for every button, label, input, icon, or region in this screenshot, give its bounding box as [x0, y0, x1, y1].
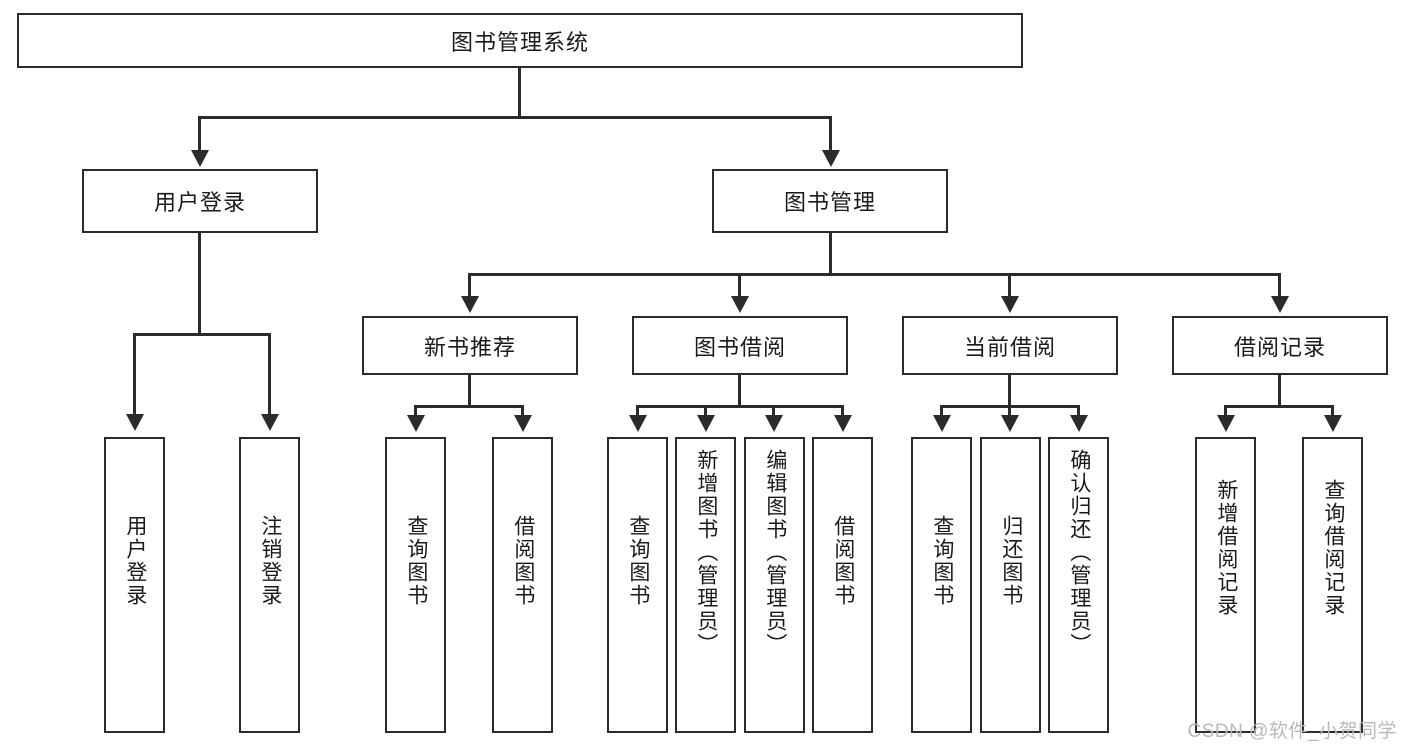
node-leaf-add-borrow-record[interactable]: 新增借阅记录 [1195, 437, 1256, 733]
node-leaf-query-book-cb[interactable]: 查询图书 [911, 437, 972, 733]
connector-nbr-to-leaf-1 [414, 405, 417, 418]
node-label: 当前借阅 [963, 334, 1056, 360]
node-label: 借阅记录 [1233, 334, 1326, 360]
node-label: 图书管理 [783, 190, 876, 215]
node-label: 借阅图书 [511, 515, 535, 607]
node-leaf-return-book[interactable]: 归还图书 [980, 437, 1041, 733]
connector-cb-stem [1008, 375, 1011, 407]
arrowhead-user-login-leaf-1 [126, 414, 144, 431]
arrowhead-bm-to-current-borrow [1001, 296, 1019, 313]
node-label: 新增借阅记录 [1214, 479, 1238, 617]
arrowhead-bm-to-borrow-record [1271, 296, 1289, 313]
node-user-login[interactable]: 用户登录 [82, 169, 318, 233]
node-leaf-borrow-book-bb[interactable]: 借阅图书 [812, 437, 873, 733]
node-label: 归还图书 [999, 515, 1023, 607]
node-book-borrow[interactable]: 图书借阅 [632, 316, 848, 375]
node-new-book-recommend[interactable]: 新书推荐 [362, 316, 578, 375]
connector-user-login-bus [133, 333, 271, 336]
node-label: 查询借阅记录 [1321, 479, 1345, 617]
connector-bm-to-new-book [468, 273, 471, 299]
arrowhead-bm-to-book-borrow [731, 296, 749, 313]
connector-root-to-book-manage [829, 116, 832, 153]
arrowhead-root-to-book-manage [822, 150, 840, 167]
connector-book-manage-bus [468, 273, 1280, 276]
node-label: 确认归还（管理员） [1067, 449, 1091, 656]
arrowhead-nbr-leaf-1 [407, 415, 425, 432]
connector-user-login-stem [198, 233, 201, 335]
node-label: 注销登录 [258, 515, 282, 607]
node-book-management[interactable]: 图书管理 [712, 169, 948, 233]
node-leaf-query-book-nbr[interactable]: 查询图书 [385, 437, 446, 733]
node-leaf-borrow-book-nbr[interactable]: 借阅图书 [492, 437, 553, 733]
connector-nbr-stem [468, 375, 471, 407]
node-root-system[interactable]: 图书管理系统 [17, 13, 1023, 68]
arrowhead-nbr-leaf-2 [514, 415, 532, 432]
connector-bb-to-leaf-2 [704, 405, 707, 418]
node-leaf-user-login[interactable]: 用户登录 [104, 437, 165, 733]
arrowhead-cb-leaf-1 [933, 415, 951, 432]
connector-br-to-leaf-1 [1224, 405, 1227, 418]
node-label: 新书推荐 [423, 334, 516, 360]
node-borrow-record[interactable]: 借阅记录 [1172, 316, 1388, 375]
connector-bb-stem [738, 375, 741, 407]
arrowhead-bb-leaf-1 [629, 415, 647, 432]
connector-bm-to-current-borrow [1008, 273, 1011, 299]
connector-br-stem [1278, 375, 1281, 407]
node-leaf-edit-book-admin[interactable]: 编辑图书（管理员） [744, 437, 805, 733]
node-label: 查询图书 [930, 515, 954, 607]
node-current-borrow[interactable]: 当前借阅 [902, 316, 1118, 375]
arrowhead-root-to-user-login [191, 150, 209, 167]
connector-root-bus [198, 116, 832, 119]
connector-book-manage-stem [829, 233, 832, 275]
connector-br-bus [1224, 405, 1334, 408]
node-leaf-add-book-admin[interactable]: 新增图书（管理员） [675, 437, 736, 733]
arrowhead-bb-leaf-3 [765, 415, 783, 432]
node-label: 图书借阅 [693, 334, 786, 360]
connector-root-to-user-login [198, 116, 201, 153]
connector-bm-to-book-borrow [738, 273, 741, 299]
node-label: 图书管理系统 [450, 29, 589, 55]
connector-bb-to-leaf-4 [841, 405, 844, 418]
arrowhead-br-leaf-1 [1217, 415, 1235, 432]
node-label: 用户登录 [123, 515, 147, 607]
arrowhead-br-leaf-2 [1324, 415, 1342, 432]
node-label: 用户登录 [153, 190, 246, 215]
arrowhead-cb-leaf-3 [1070, 415, 1088, 432]
connector-user-login-to-leaf-1 [133, 333, 136, 417]
node-leaf-confirm-return-admin[interactable]: 确认归还（管理员） [1048, 437, 1109, 733]
connector-cb-to-leaf-1 [940, 405, 943, 418]
connector-br-to-leaf-2 [1331, 405, 1334, 418]
connector-nbr-to-leaf-2 [521, 405, 524, 418]
connector-nbr-bus [414, 405, 524, 408]
node-leaf-query-book-bb[interactable]: 查询图书 [607, 437, 668, 733]
node-leaf-user-logout[interactable]: 注销登录 [239, 437, 300, 733]
connector-cb-to-leaf-2 [1008, 405, 1011, 418]
node-label: 查询图书 [626, 515, 650, 607]
connector-bb-to-leaf-1 [636, 405, 639, 418]
arrowhead-bb-leaf-4 [834, 415, 852, 432]
arrowhead-user-login-leaf-2 [261, 414, 279, 431]
node-label: 借阅图书 [831, 515, 855, 607]
node-label: 编辑图书（管理员） [763, 449, 787, 656]
connector-bm-to-borrow-record [1278, 273, 1281, 299]
connector-user-login-to-leaf-2 [268, 333, 271, 417]
arrowhead-cb-leaf-2 [1001, 415, 1019, 432]
connector-root-stem [518, 68, 521, 118]
connector-bb-bus [636, 405, 844, 408]
arrowhead-bb-leaf-2 [697, 415, 715, 432]
arrowhead-bm-to-new-book [461, 296, 479, 313]
node-leaf-query-borrow-record[interactable]: 查询借阅记录 [1302, 437, 1363, 733]
connector-cb-to-leaf-3 [1077, 405, 1080, 418]
node-label: 新增图书（管理员） [694, 449, 718, 656]
connector-bb-to-leaf-3 [772, 405, 775, 418]
node-label: 查询图书 [404, 515, 428, 607]
